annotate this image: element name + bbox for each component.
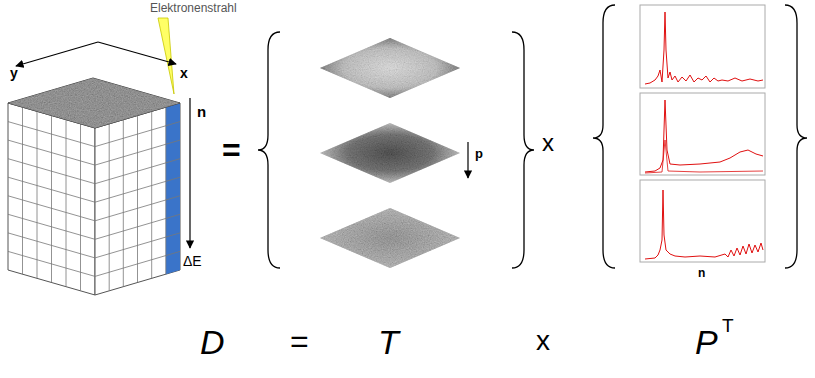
y-axis-arrow (16, 42, 98, 66)
superscript: T (722, 316, 734, 337)
axis-label: n (197, 104, 206, 121)
operator-sign: = (222, 133, 241, 168)
component-map (320, 38, 460, 98)
axis-label: ΔE (183, 254, 202, 269)
p-arrow (467, 142, 468, 178)
electron-beam (158, 18, 174, 94)
operator-sign: = (290, 324, 309, 359)
energy-axis-arrow (189, 98, 190, 248)
axis-label: p (475, 147, 483, 161)
data-cube (8, 78, 180, 295)
component-spectrum (640, 5, 765, 88)
brace (512, 32, 534, 268)
component-map (320, 208, 460, 268)
operator-sign: x (542, 130, 554, 156)
x-axis-arrow (98, 42, 176, 64)
axis-label: n (698, 267, 705, 280)
axis-label: x (180, 66, 188, 81)
component-spectrum (640, 93, 765, 175)
axis-label: y (10, 66, 18, 81)
matrix-symbol: T (378, 324, 399, 361)
spectrum-column (166, 103, 180, 274)
matrix-symbol: D (200, 324, 225, 361)
brace (593, 5, 615, 268)
component-spectrum (640, 180, 765, 262)
component-map (320, 123, 460, 183)
operator-sign: x (536, 326, 550, 357)
brace (785, 5, 807, 268)
beam-label: Elektronenstrahl (150, 2, 237, 15)
matrix-symbol: P (695, 324, 718, 361)
brace (258, 32, 280, 268)
